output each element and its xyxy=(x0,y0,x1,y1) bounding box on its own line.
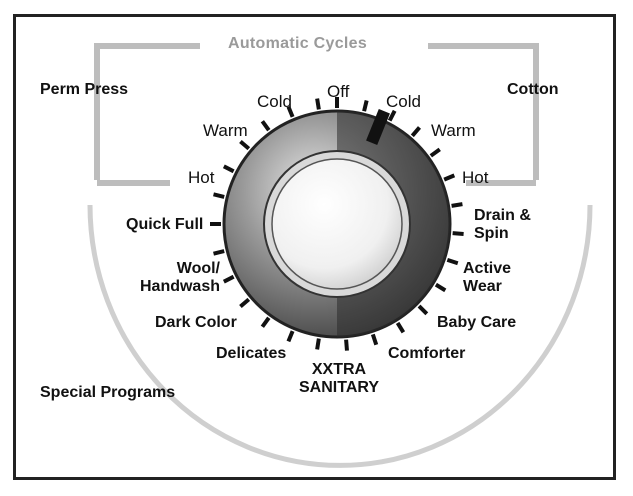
dial-tick xyxy=(224,166,234,171)
program-xxtra-sanitary-line1[interactable]: XXTRA xyxy=(309,361,369,378)
dial-tick xyxy=(390,111,395,121)
temp-left-cold[interactable]: Cold xyxy=(257,92,292,112)
dial-tick xyxy=(262,318,268,327)
program-wool-line1[interactable]: Wool/ xyxy=(160,260,220,277)
temp-right-hot[interactable]: Hot xyxy=(462,168,488,188)
dial-tick xyxy=(444,175,454,179)
program-quick-full[interactable]: Quick Full xyxy=(126,216,203,233)
dial-tick xyxy=(398,323,404,332)
dial-tick xyxy=(412,127,419,135)
program-wool-line2[interactable]: Handwash xyxy=(125,278,220,295)
program-active-wear-line2[interactable]: Wear xyxy=(463,278,502,295)
dial-tick xyxy=(288,331,292,341)
program-comforter[interactable]: Comforter xyxy=(388,345,465,362)
temp-left-warm[interactable]: Warm xyxy=(203,121,248,141)
dial-tick xyxy=(452,204,463,206)
program-drain-spin-line2[interactable]: Spin xyxy=(474,225,509,242)
dial-tick xyxy=(240,299,248,306)
program-delicates[interactable]: Delicates xyxy=(216,345,286,362)
program-active-wear-line1[interactable]: Active xyxy=(463,260,511,277)
dial-tick xyxy=(431,149,440,155)
dial-tick xyxy=(214,251,225,254)
dial-tick xyxy=(262,121,268,130)
special-programs-label: Special Programs xyxy=(40,384,175,401)
temp-off[interactable]: Off xyxy=(327,82,349,102)
automatic-cycles-title: Automatic Cycles xyxy=(228,35,367,53)
dial-tick xyxy=(346,340,347,351)
dial-tick xyxy=(419,306,427,314)
program-drain-spin-line1[interactable]: Drain & xyxy=(474,207,531,224)
cotton-label: Cotton xyxy=(507,81,559,98)
program-xxtra-sanitary-line2[interactable]: SANITARY xyxy=(292,379,386,396)
dial-tick xyxy=(240,142,248,149)
dial-tick xyxy=(364,101,367,112)
dial-tick xyxy=(317,99,319,110)
program-baby-care[interactable]: Baby Care xyxy=(437,314,516,331)
temp-left-hot[interactable]: Hot xyxy=(188,168,214,188)
dial-tick xyxy=(453,233,464,234)
temp-right-warm[interactable]: Warm xyxy=(431,121,476,141)
program-dark-color[interactable]: Dark Color xyxy=(155,314,237,331)
perm-press-label: Perm Press xyxy=(40,81,128,98)
selector-knob[interactable] xyxy=(224,109,450,337)
dial-tick xyxy=(436,285,445,291)
dial-tick xyxy=(317,339,319,350)
temp-right-cold[interactable]: Cold xyxy=(386,92,421,112)
dial-tick xyxy=(373,334,376,344)
dial-tick xyxy=(224,277,234,282)
dial-tick xyxy=(447,260,457,263)
dial-tick xyxy=(214,194,225,197)
